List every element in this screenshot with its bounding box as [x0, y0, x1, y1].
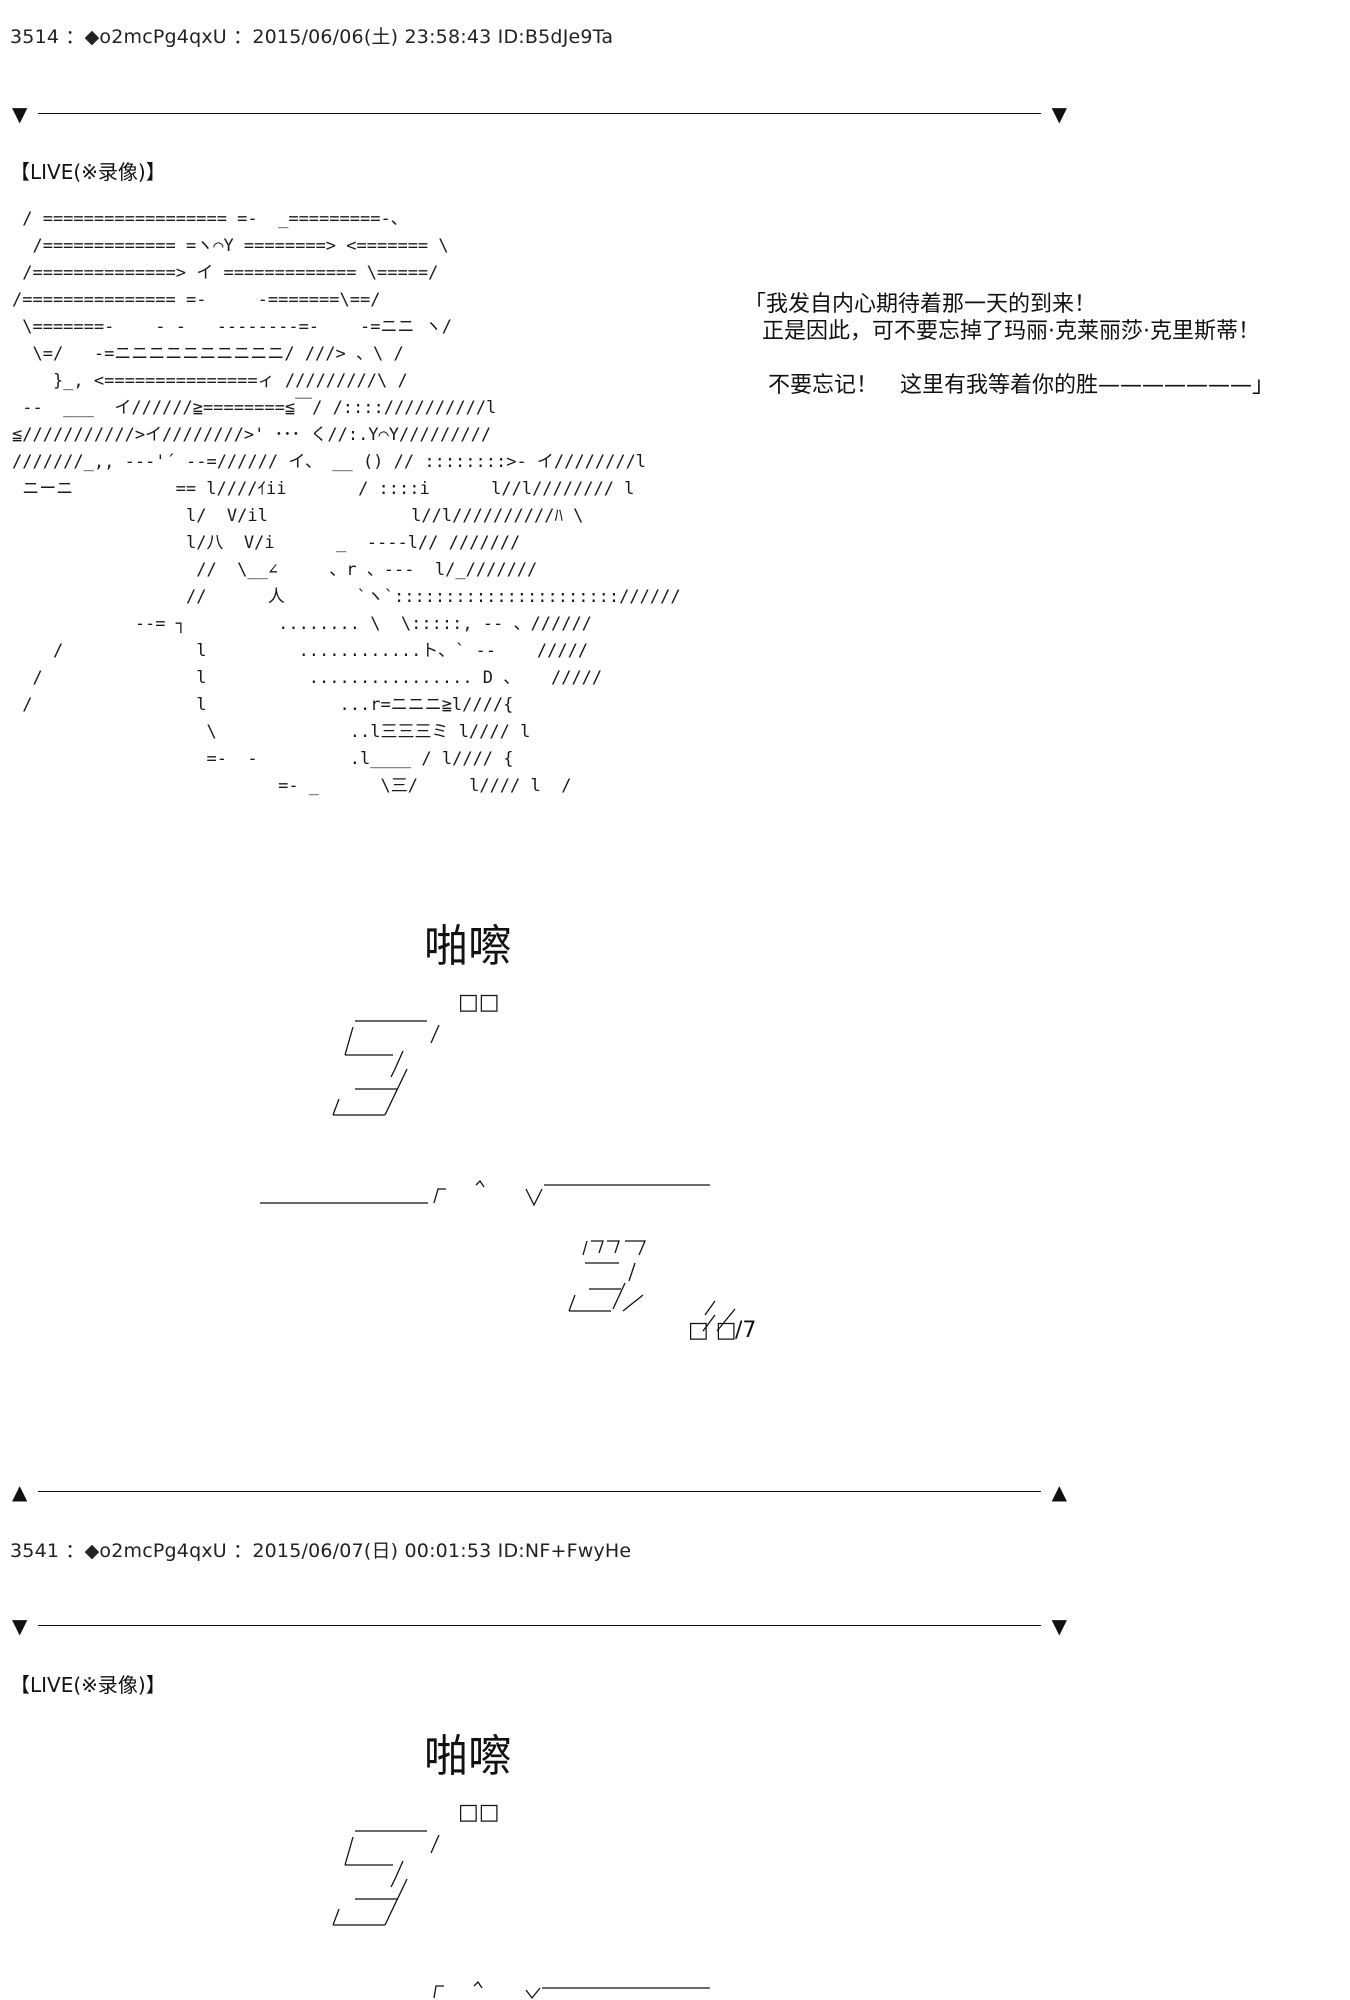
triangle-down-icon: ▼	[1051, 102, 1067, 126]
triangle-down-icon: ▼	[12, 1614, 28, 1638]
triangle-down-icon: ▼	[12, 102, 28, 126]
ascii-art: / ================== =- _=========-、 /==…	[12, 209, 681, 796]
sfx-swipe-lines	[260, 1179, 710, 1207]
sfx-swipe-lines	[433, 1980, 710, 2000]
divider-line	[38, 113, 1041, 114]
post-separator-top: ▼ ▼	[12, 1614, 1067, 1638]
post-header: 3514 ：◆o2mcPg4qxU ：2015/06/06(土) 23:58:4…	[10, 26, 614, 48]
post-separator-bottom: ▲ ▲	[12, 1480, 1067, 1504]
post-header: 3541 ：◆o2mcPg4qxU ：2015/06/07(日) 00:01:5…	[10, 1540, 632, 1562]
post-tag: 【LIVE(※录像)】	[10, 1673, 166, 1697]
speech-line-3: 不要忘记！ 这里有我等着你的胜———————」	[768, 373, 1275, 398]
sfx-tsu-glyph-2	[568, 1240, 736, 1332]
triangle-up-icon: ▲	[1051, 1480, 1067, 1504]
sfx-subtitle: □□	[458, 1800, 500, 1825]
sfx-tsu-glyph	[332, 1830, 440, 1926]
sfx-title: 啪嚓	[424, 921, 512, 972]
sfx-tail: □ □	[688, 1318, 737, 1343]
sfx-tail-seven: /7	[735, 1318, 757, 1343]
triangle-up-icon: ▲	[12, 1480, 28, 1504]
triangle-down-icon: ▼	[1051, 1614, 1067, 1638]
post-tag: 【LIVE(※录像)】	[10, 160, 166, 184]
sfx-title: 啪嚓	[424, 1731, 512, 1782]
divider-line	[38, 1491, 1041, 1492]
post-separator-top: ▼ ▼	[12, 102, 1067, 126]
sfx-subtitle: □□	[458, 990, 500, 1015]
speech-line-1: 「我发自内心期待着那一天的到来！	[744, 292, 1097, 317]
speech-line-2: 正是因此，可不要忘掉了玛丽·克莱丽莎·克里斯蒂！	[762, 319, 1260, 344]
divider-line	[38, 1625, 1041, 1626]
sfx-tsu-glyph	[332, 1020, 440, 1116]
